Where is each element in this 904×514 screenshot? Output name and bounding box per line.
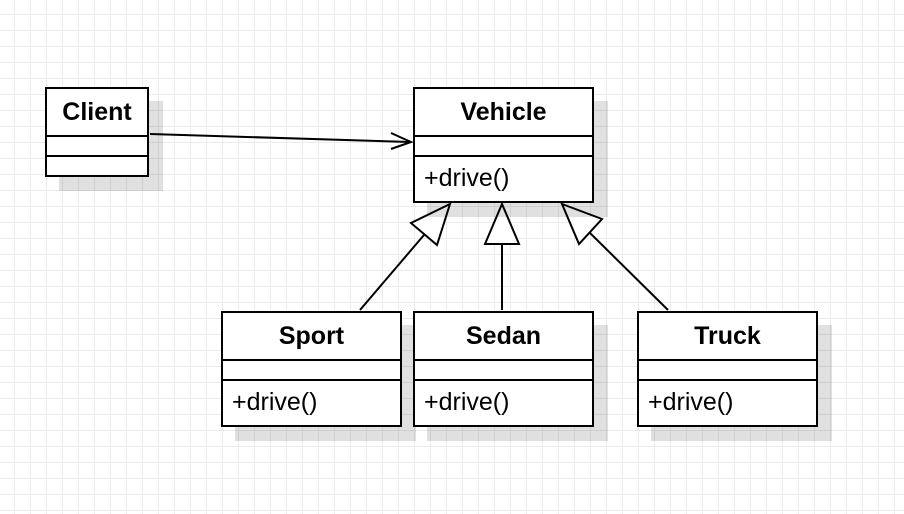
class-truck[interactable]: Truck +drive()	[637, 311, 818, 427]
class-sedan[interactable]: Sedan +drive()	[413, 311, 594, 427]
class-vehicle[interactable]: Vehicle +drive()	[413, 87, 594, 203]
class-client-attributes	[47, 137, 147, 157]
class-sport[interactable]: Sport +drive()	[221, 311, 402, 427]
class-sedan-name: Sedan	[415, 313, 592, 361]
class-vehicle-attributes	[415, 137, 592, 157]
class-truck-attributes	[639, 361, 816, 381]
class-sedan-attributes	[415, 361, 592, 381]
class-client-operations	[47, 157, 147, 177]
generalization-sport-vehicle[interactable]	[359, 202, 452, 311]
class-truck-operation: +drive()	[648, 387, 734, 416]
generalization-truck-vehicle[interactable]	[560, 202, 669, 311]
class-sport-name: Sport	[223, 313, 400, 361]
class-sedan-operation: +drive()	[424, 387, 510, 416]
association-client-vehicle[interactable]	[149, 132, 414, 150]
class-sport-attributes	[223, 361, 400, 381]
generalization-sedan-vehicle[interactable]	[483, 201, 521, 310]
class-sport-operation: +drive()	[232, 387, 318, 416]
class-vehicle-name: Vehicle	[415, 89, 592, 137]
class-client[interactable]: Client	[45, 87, 149, 177]
class-truck-name: Truck	[639, 313, 816, 361]
class-client-name: Client	[47, 89, 147, 137]
class-vehicle-operation: +drive()	[424, 163, 510, 192]
